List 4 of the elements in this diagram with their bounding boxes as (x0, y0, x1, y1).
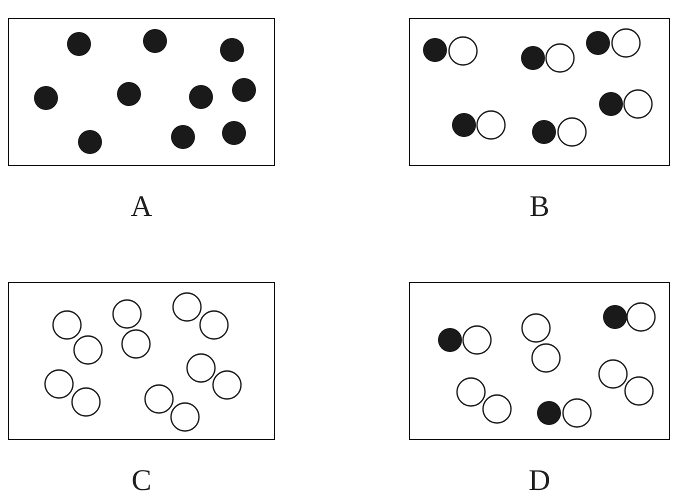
sample-letter: D (528, 466, 552, 496)
sample-letter: B (528, 192, 550, 222)
sample-letter: C (130, 466, 152, 496)
sample-letter: A (130, 192, 154, 222)
